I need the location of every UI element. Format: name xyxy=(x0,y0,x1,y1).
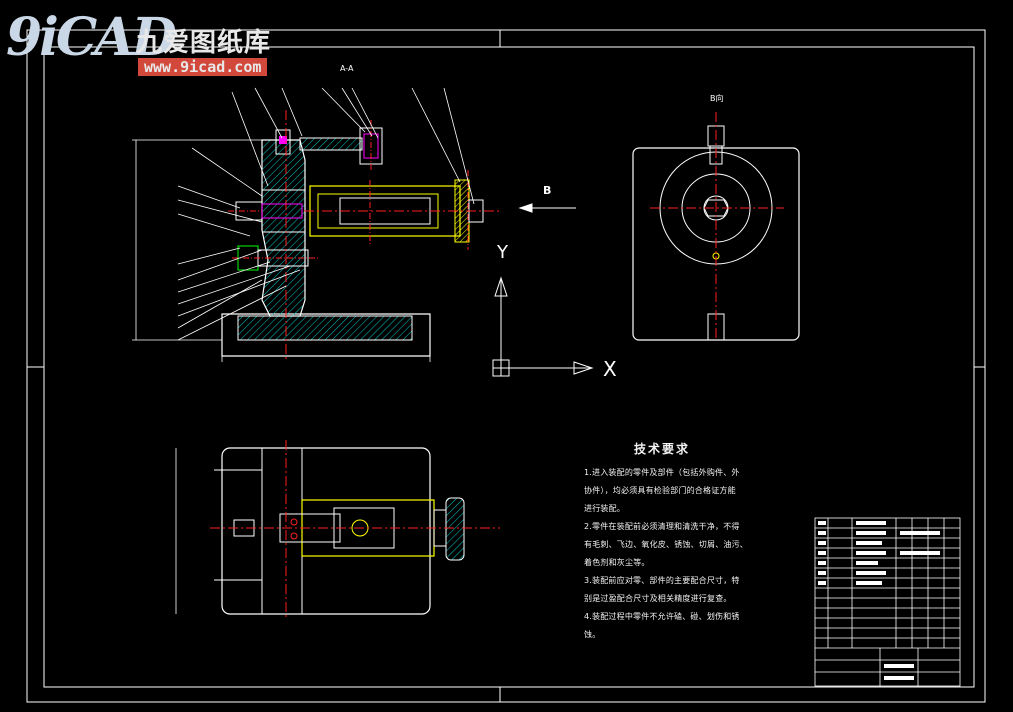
requirement-line: 2.零件在装配前必须清理和清洗干净，不得 xyxy=(584,522,740,531)
direction-arrow-b xyxy=(518,203,576,213)
logo-url: www.9icad.com xyxy=(138,58,268,76)
front-dimensions xyxy=(132,139,431,362)
front-section-view xyxy=(132,87,576,362)
ucs-axis-icon xyxy=(492,276,594,377)
site-logo: 9iCAD 九爱图纸库 www.9icad.com xyxy=(4,6,304,80)
requirement-line: 别是过盈配合尺寸及相关精度进行复查。 xyxy=(584,594,732,603)
outer-frame xyxy=(26,29,986,703)
lower-screw xyxy=(232,245,320,271)
requirement-line: 有毛刺、飞边、氧化皮、锈蚀、切屑、油污、 xyxy=(584,540,748,549)
side-view-b xyxy=(632,112,800,341)
axis-x-label: X xyxy=(603,357,617,381)
requirement-line: 1.进入装配的零件及部件（包括外购件、外 xyxy=(584,468,740,477)
requirement-line: 蚀。 xyxy=(584,630,601,639)
technical-requirements-title: 技术要求 xyxy=(634,442,691,456)
requirement-line: 4.装配过程中零件不允许磕、碰、划伤和锈 xyxy=(584,612,740,621)
base-plate xyxy=(221,313,431,357)
requirement-line: 着色剂和灰尘等。 xyxy=(584,558,650,567)
logo-mark: 9iCAD xyxy=(6,7,177,68)
requirement-line: 协件），均必须具有检验部门的合格证方能 xyxy=(584,486,736,495)
cylinder-assembly xyxy=(228,170,500,250)
requirement-line: 3.装配前应对零、部件的主要配合尺寸，特 xyxy=(584,576,740,585)
axis-y-label: Y xyxy=(497,242,508,263)
frame-center-marks xyxy=(27,30,985,702)
direction-label: B xyxy=(543,184,552,197)
requirement-line: 进行装配。 xyxy=(584,504,625,513)
logo-site-name: 九爱图纸库 xyxy=(136,28,272,58)
leader-lines xyxy=(177,87,475,341)
title-block xyxy=(814,517,961,687)
top-view xyxy=(175,440,500,620)
side-view-label: B向 xyxy=(710,94,724,103)
section-view-label: A-A xyxy=(340,64,354,73)
vertical-body xyxy=(261,139,306,317)
